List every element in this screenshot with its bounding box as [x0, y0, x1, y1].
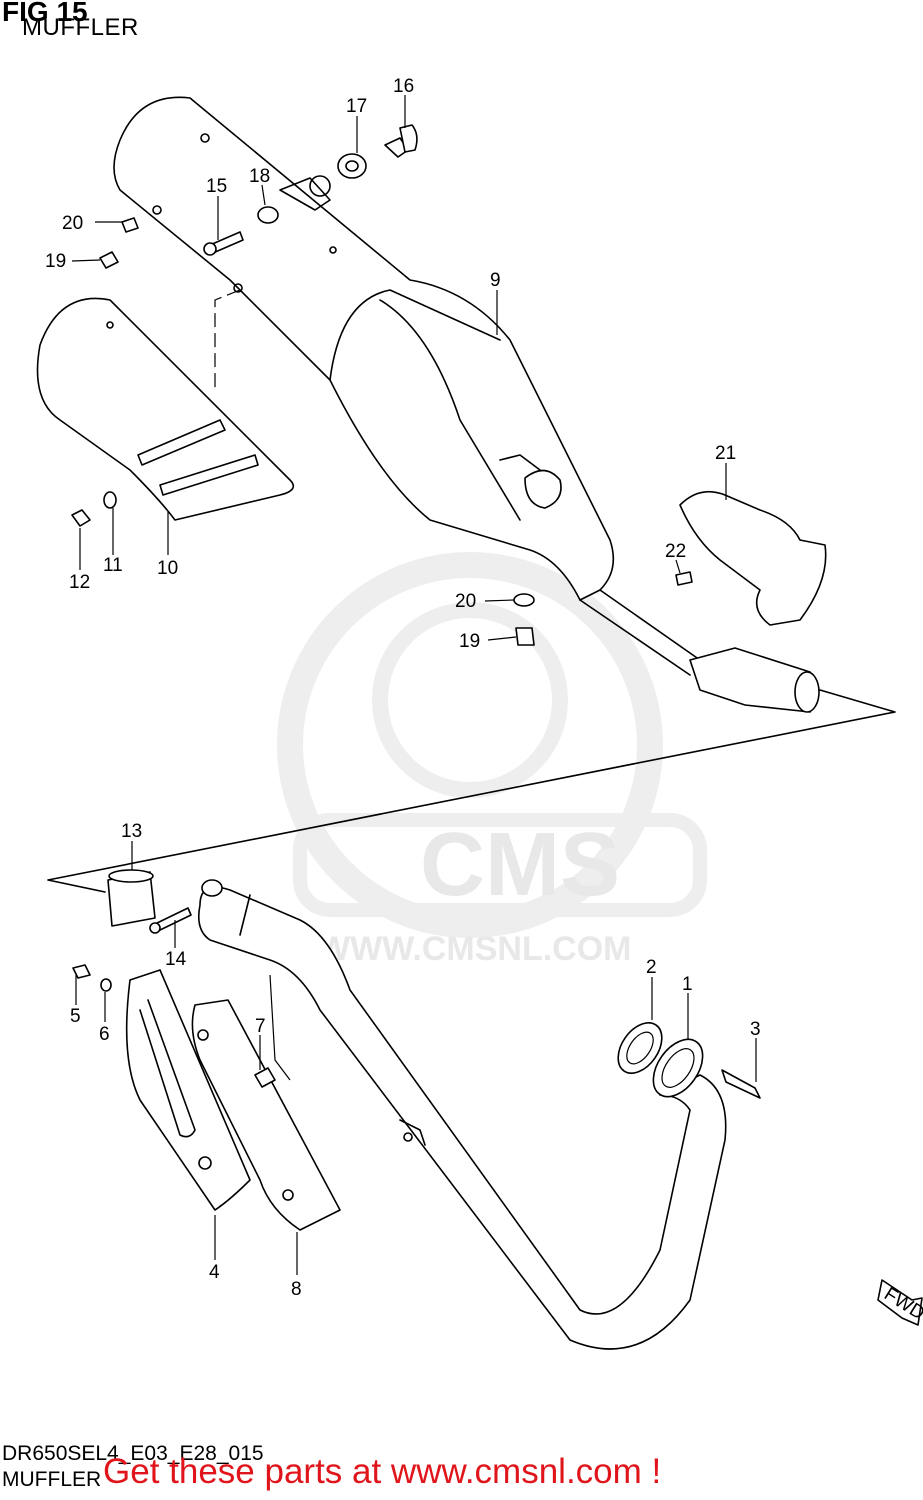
callout-11: 11 — [103, 555, 123, 576]
callout-18: 18 — [249, 166, 270, 187]
callout-19-mid: 19 — [459, 631, 480, 652]
assembly-divider — [47, 689, 896, 893]
callout-21: 21 — [715, 443, 736, 464]
callout-10: 10 — [157, 558, 178, 579]
callout-6: 6 — [99, 1024, 110, 1045]
footer-section-name: MUFFLER — [2, 1468, 102, 1491]
callout-12: 12 — [69, 572, 90, 593]
promo-link[interactable]: Get these parts at www.cmsnl.com ! — [103, 1452, 662, 1491]
leader-lines — [71, 95, 757, 1275]
callout-9: 9 — [490, 270, 501, 291]
exhaust-pipe — [197, 879, 727, 1350]
end-cover — [679, 490, 827, 626]
pipe-heat-shields — [72, 964, 341, 1231]
callout-22: 22 — [665, 541, 686, 562]
watermark-url: WWW.CMSNL.COM — [318, 930, 632, 968]
section-title: MUFFLER — [22, 14, 139, 41]
hardware-top — [71, 124, 693, 646]
callout-7: 7 — [255, 1016, 266, 1037]
callout-16: 16 — [393, 76, 414, 97]
callout-5: 5 — [70, 1006, 81, 1027]
callout-3: 3 — [750, 1019, 761, 1040]
callout-numbers: 16 17 18 15 20 19 9 21 22 20 19 12 11 10… — [45, 76, 761, 1300]
callout-14: 14 — [165, 949, 187, 970]
watermark-logo: CMS WWW.CMSNL.COM — [277, 552, 707, 968]
callout-13: 13 — [121, 821, 142, 842]
callout-20-mid: 20 — [455, 591, 476, 612]
watermark-brand: CMS — [420, 815, 620, 915]
callout-2: 2 — [646, 957, 657, 978]
callout-17: 17 — [346, 96, 367, 117]
callout-15: 15 — [206, 176, 227, 197]
callout-19-top: 19 — [45, 251, 66, 272]
heat-shield-muffler — [36, 297, 295, 521]
callout-1: 1 — [682, 974, 693, 995]
fwd-badge: FWD — [877, 1279, 923, 1326]
muffler-body — [113, 96, 820, 713]
diagram-code: DR650SEL4_E03_E28_015 — [2, 1442, 264, 1465]
figure-label: FIG 15 — [2, 0, 88, 27]
callout-20-top: 20 — [62, 213, 83, 234]
callout-8: 8 — [291, 1279, 302, 1300]
pipe-fittings — [107, 869, 761, 1099]
callout-4: 4 — [209, 1262, 220, 1283]
